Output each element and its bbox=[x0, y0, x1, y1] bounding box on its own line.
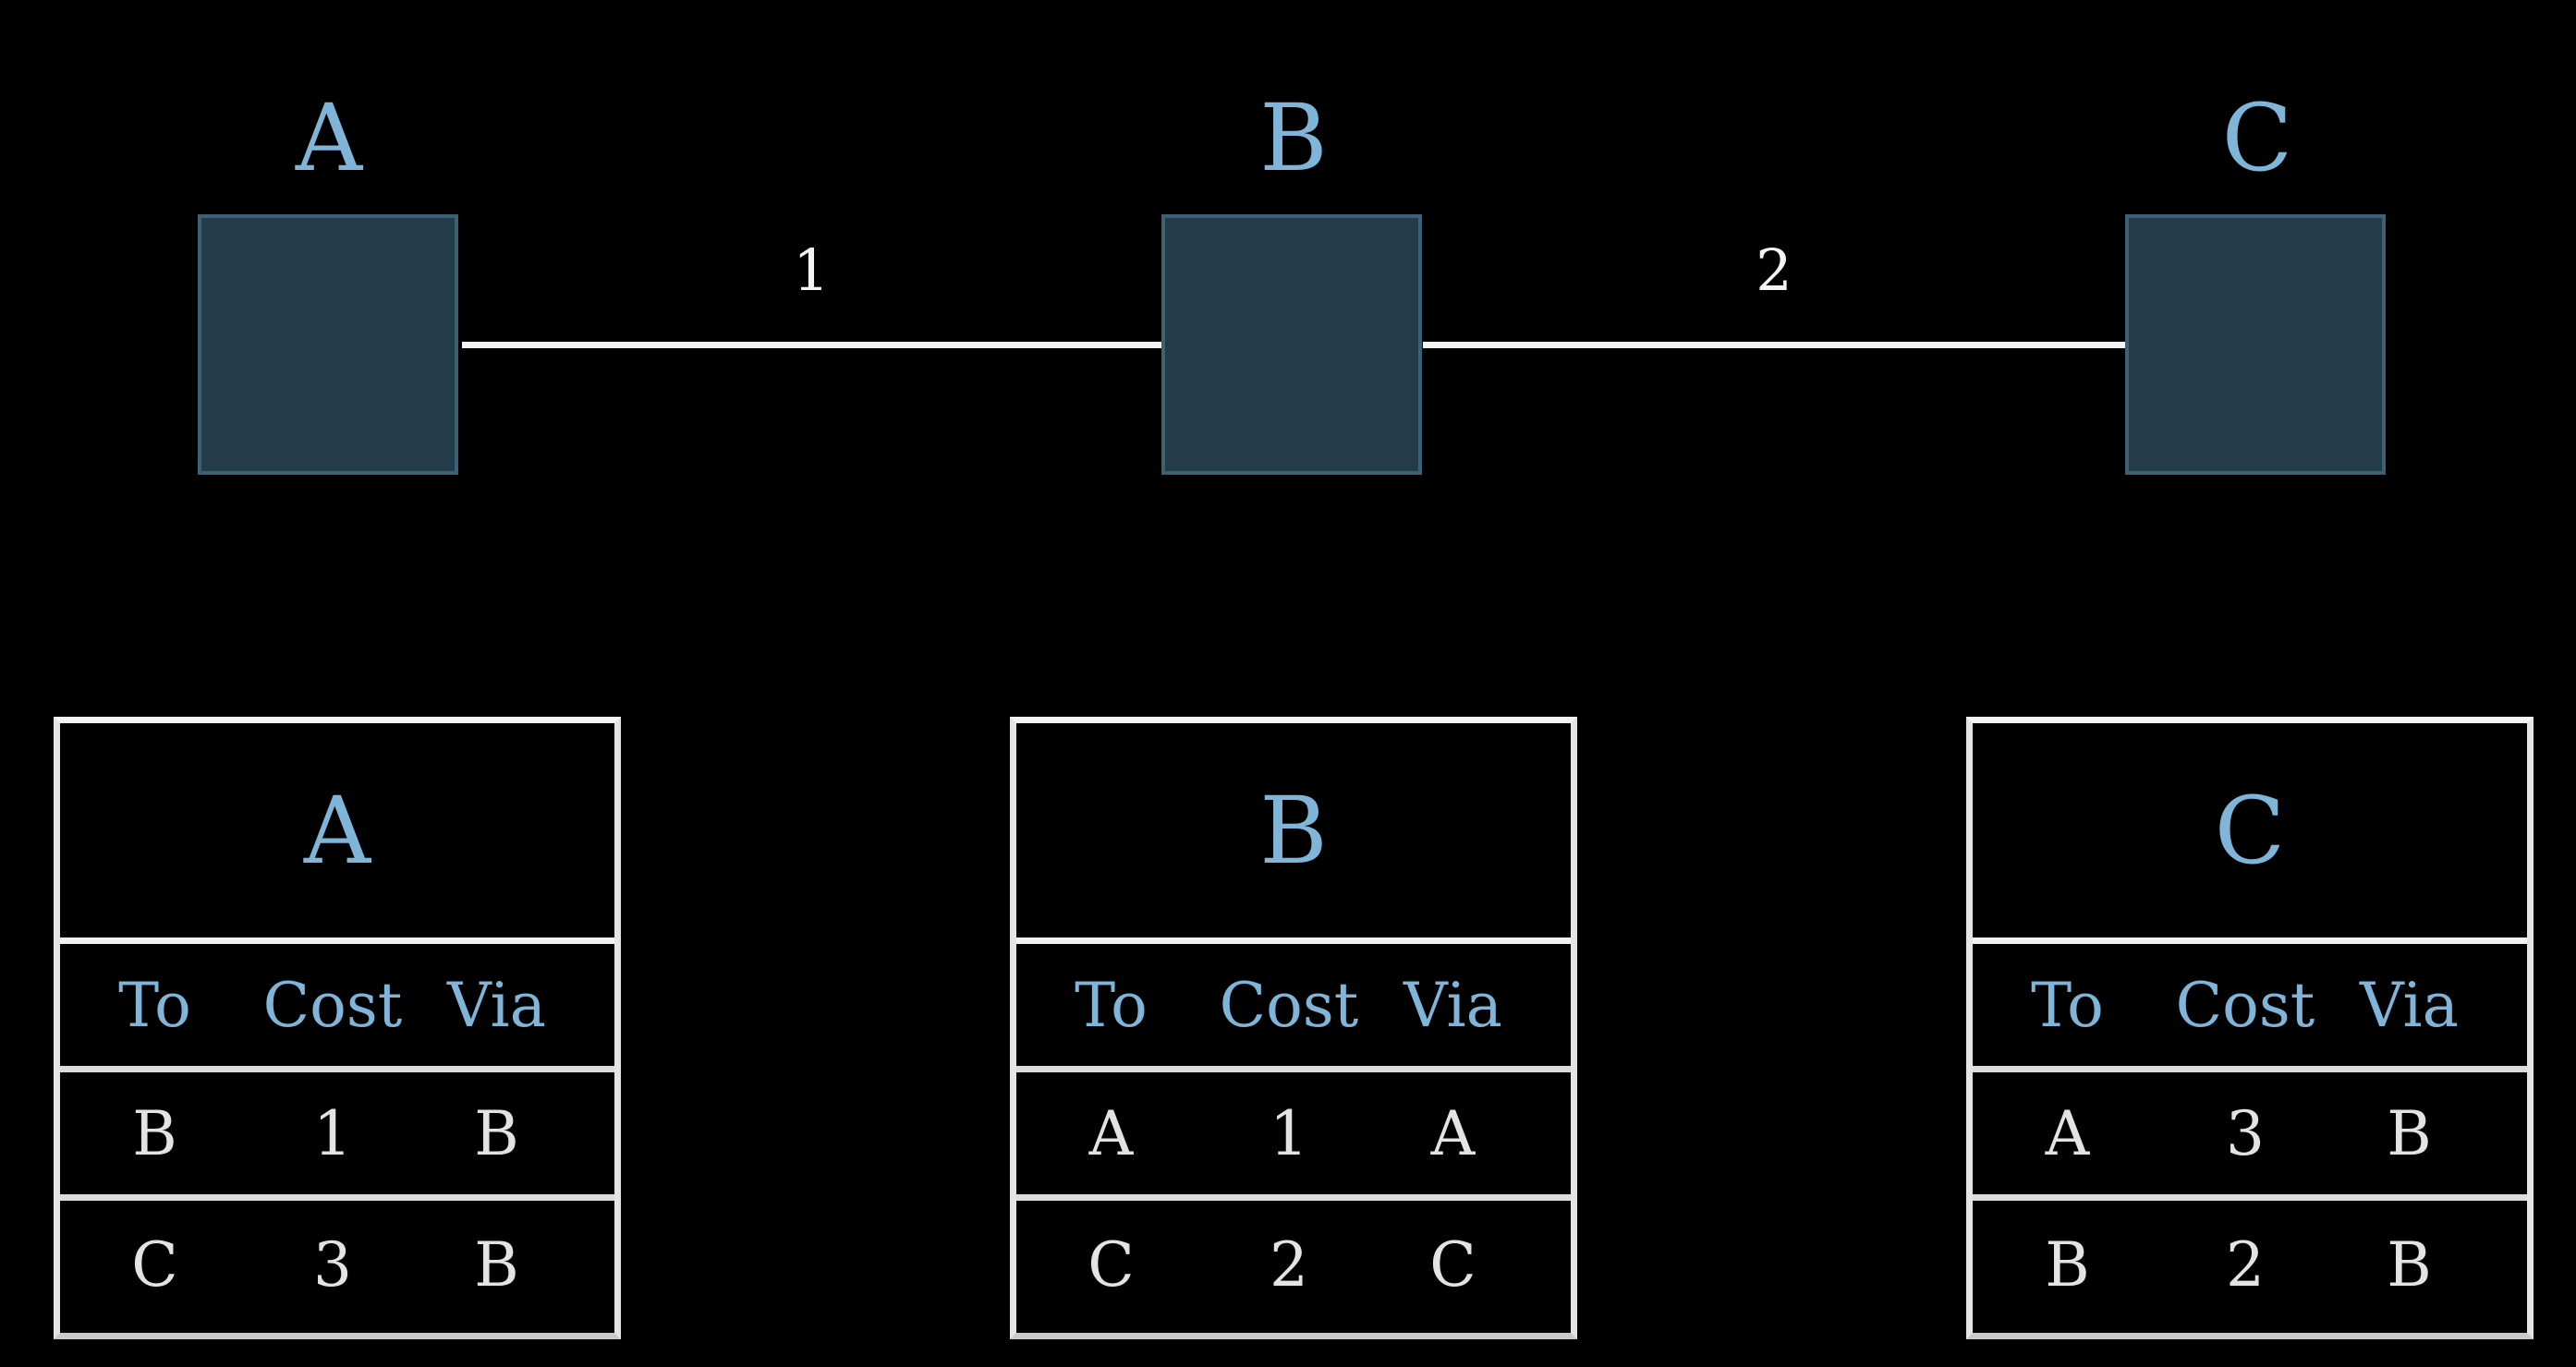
node-b[interactable] bbox=[1161, 214, 1422, 475]
routing-table-title: A bbox=[60, 723, 614, 944]
link-b-c bbox=[1423, 342, 2127, 348]
cell-to: C bbox=[1088, 1229, 1135, 1300]
cell-to: C bbox=[131, 1229, 178, 1300]
cell-to: A bbox=[2045, 1097, 2090, 1169]
cell-to: B bbox=[132, 1097, 177, 1169]
table-row: B 1 B bbox=[60, 1072, 614, 1201]
node-a[interactable] bbox=[198, 214, 458, 475]
table-row: C 2 C bbox=[1016, 1201, 1571, 1329]
header-via: Via bbox=[447, 969, 546, 1041]
table-row: C 3 B bbox=[60, 1201, 614, 1329]
table-row: B 2 B bbox=[1973, 1201, 2527, 1329]
header-cost: Cost bbox=[1219, 969, 1359, 1041]
link-a-b bbox=[462, 342, 1164, 348]
cell-via: C bbox=[1429, 1229, 1476, 1300]
cell-to: A bbox=[1088, 1097, 1134, 1169]
header-cost: Cost bbox=[262, 969, 403, 1041]
node-c-label: C bbox=[2221, 84, 2293, 192]
routing-table-title: C bbox=[1973, 723, 2527, 944]
cell-cost: 1 bbox=[1270, 1097, 1308, 1169]
header-to: To bbox=[1075, 969, 1148, 1041]
node-c[interactable] bbox=[2125, 214, 2386, 475]
cell-via: A bbox=[1430, 1097, 1476, 1169]
cell-cost: 3 bbox=[2226, 1097, 2265, 1169]
header-via: Via bbox=[2360, 969, 2459, 1041]
cell-via: B bbox=[474, 1229, 519, 1300]
link-a-b-cost: 1 bbox=[793, 236, 830, 304]
header-to: To bbox=[2031, 969, 2104, 1041]
header-cost: Cost bbox=[2175, 969, 2315, 1041]
routing-table-header: To Cost Via bbox=[1973, 944, 2527, 1072]
cell-to: B bbox=[2045, 1229, 2090, 1300]
table-row: A 1 A bbox=[1016, 1072, 1571, 1201]
table-row: A 3 B bbox=[1973, 1072, 2527, 1201]
routing-table-header: To Cost Via bbox=[60, 944, 614, 1072]
routing-table-b: B To Cost Via A 1 A C 2 C bbox=[1010, 717, 1577, 1339]
cell-cost: 2 bbox=[1270, 1229, 1308, 1300]
cell-cost: 3 bbox=[313, 1229, 352, 1300]
cell-cost: 1 bbox=[313, 1097, 352, 1169]
routing-table-header: To Cost Via bbox=[1016, 944, 1571, 1072]
cell-via: B bbox=[2387, 1229, 2432, 1300]
routing-table-title: B bbox=[1016, 723, 1571, 944]
header-to: To bbox=[118, 969, 191, 1041]
link-b-c-cost: 2 bbox=[1756, 236, 1792, 304]
cell-via: B bbox=[474, 1097, 519, 1169]
node-b-label: B bbox=[1259, 84, 1328, 192]
cell-via: B bbox=[2387, 1097, 2432, 1169]
cell-cost: 2 bbox=[2226, 1229, 2265, 1300]
header-via: Via bbox=[1403, 969, 1502, 1041]
node-a-label: A bbox=[295, 84, 363, 192]
routing-table-c: C To Cost Via A 3 B B 2 B bbox=[1966, 717, 2533, 1339]
routing-table-a: A To Cost Via B 1 B C 3 B bbox=[54, 717, 621, 1339]
